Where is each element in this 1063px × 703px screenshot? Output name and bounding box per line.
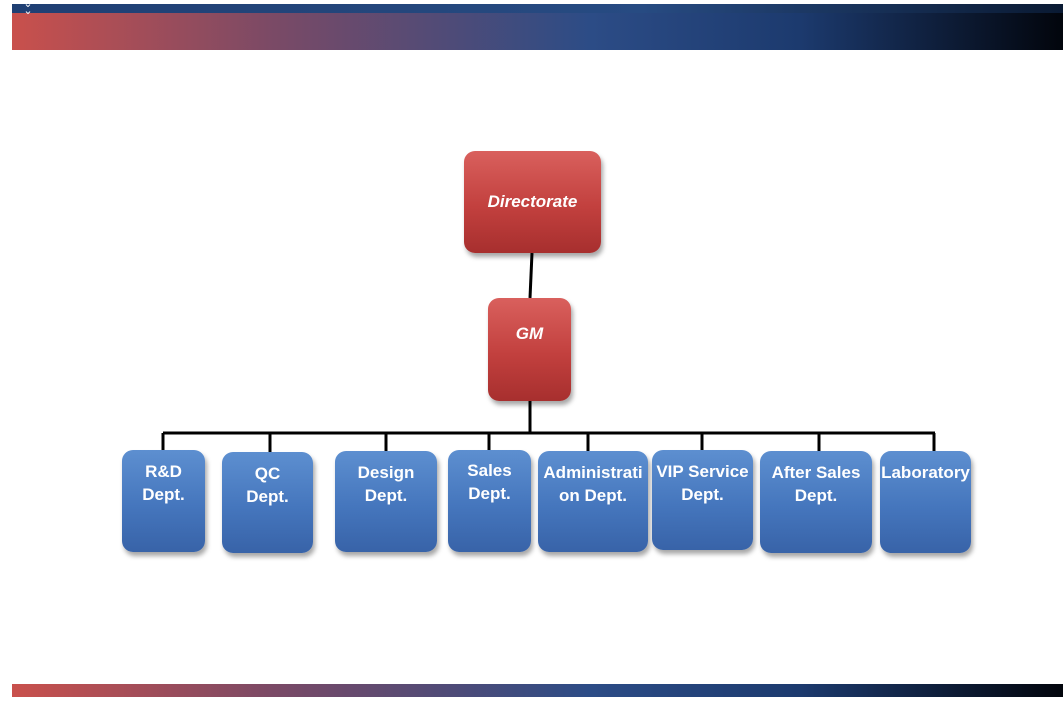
node-dept-administration[interactable]: Administrati on Dept. [538,451,648,552]
node-dept-label: Sales Dept. [467,461,512,503]
node-dept-vip-service[interactable]: VIP Service Dept. [652,450,753,550]
header-stripe [12,4,1063,13]
footer-banner [12,684,1063,697]
header-banner [12,13,1063,50]
node-gm-label: GM [515,324,544,343]
node-gm[interactable]: GM [488,298,571,401]
node-directorate-label: Directorate [487,192,578,211]
node-dept-label: Administrati on Dept. [543,463,643,505]
node-dept-rd[interactable]: R&D Dept. [122,450,205,552]
node-dept-label: Laboratory [881,463,970,482]
node-dept-label: Design Dept. [357,463,415,505]
node-dept-qc[interactable]: QC Dept. [222,452,313,553]
node-directorate[interactable]: Directorate [464,151,601,253]
connector-directorate-gm [528,252,534,299]
node-dept-label: R&D Dept. [142,462,185,504]
node-dept-label: QC Dept. [246,464,289,506]
double-chevron-down-icon[interactable]: ⌄⌄ [23,0,33,17]
node-dept-label: After Sales Dept. [771,463,861,505]
node-dept-design[interactable]: Design Dept. [335,451,437,552]
node-dept-laboratory[interactable]: Laboratory [880,451,971,553]
node-dept-after-sales[interactable]: After Sales Dept. [760,451,872,553]
node-dept-sales[interactable]: Sales Dept. [448,450,531,552]
node-dept-label: VIP Service Dept. [656,462,749,504]
